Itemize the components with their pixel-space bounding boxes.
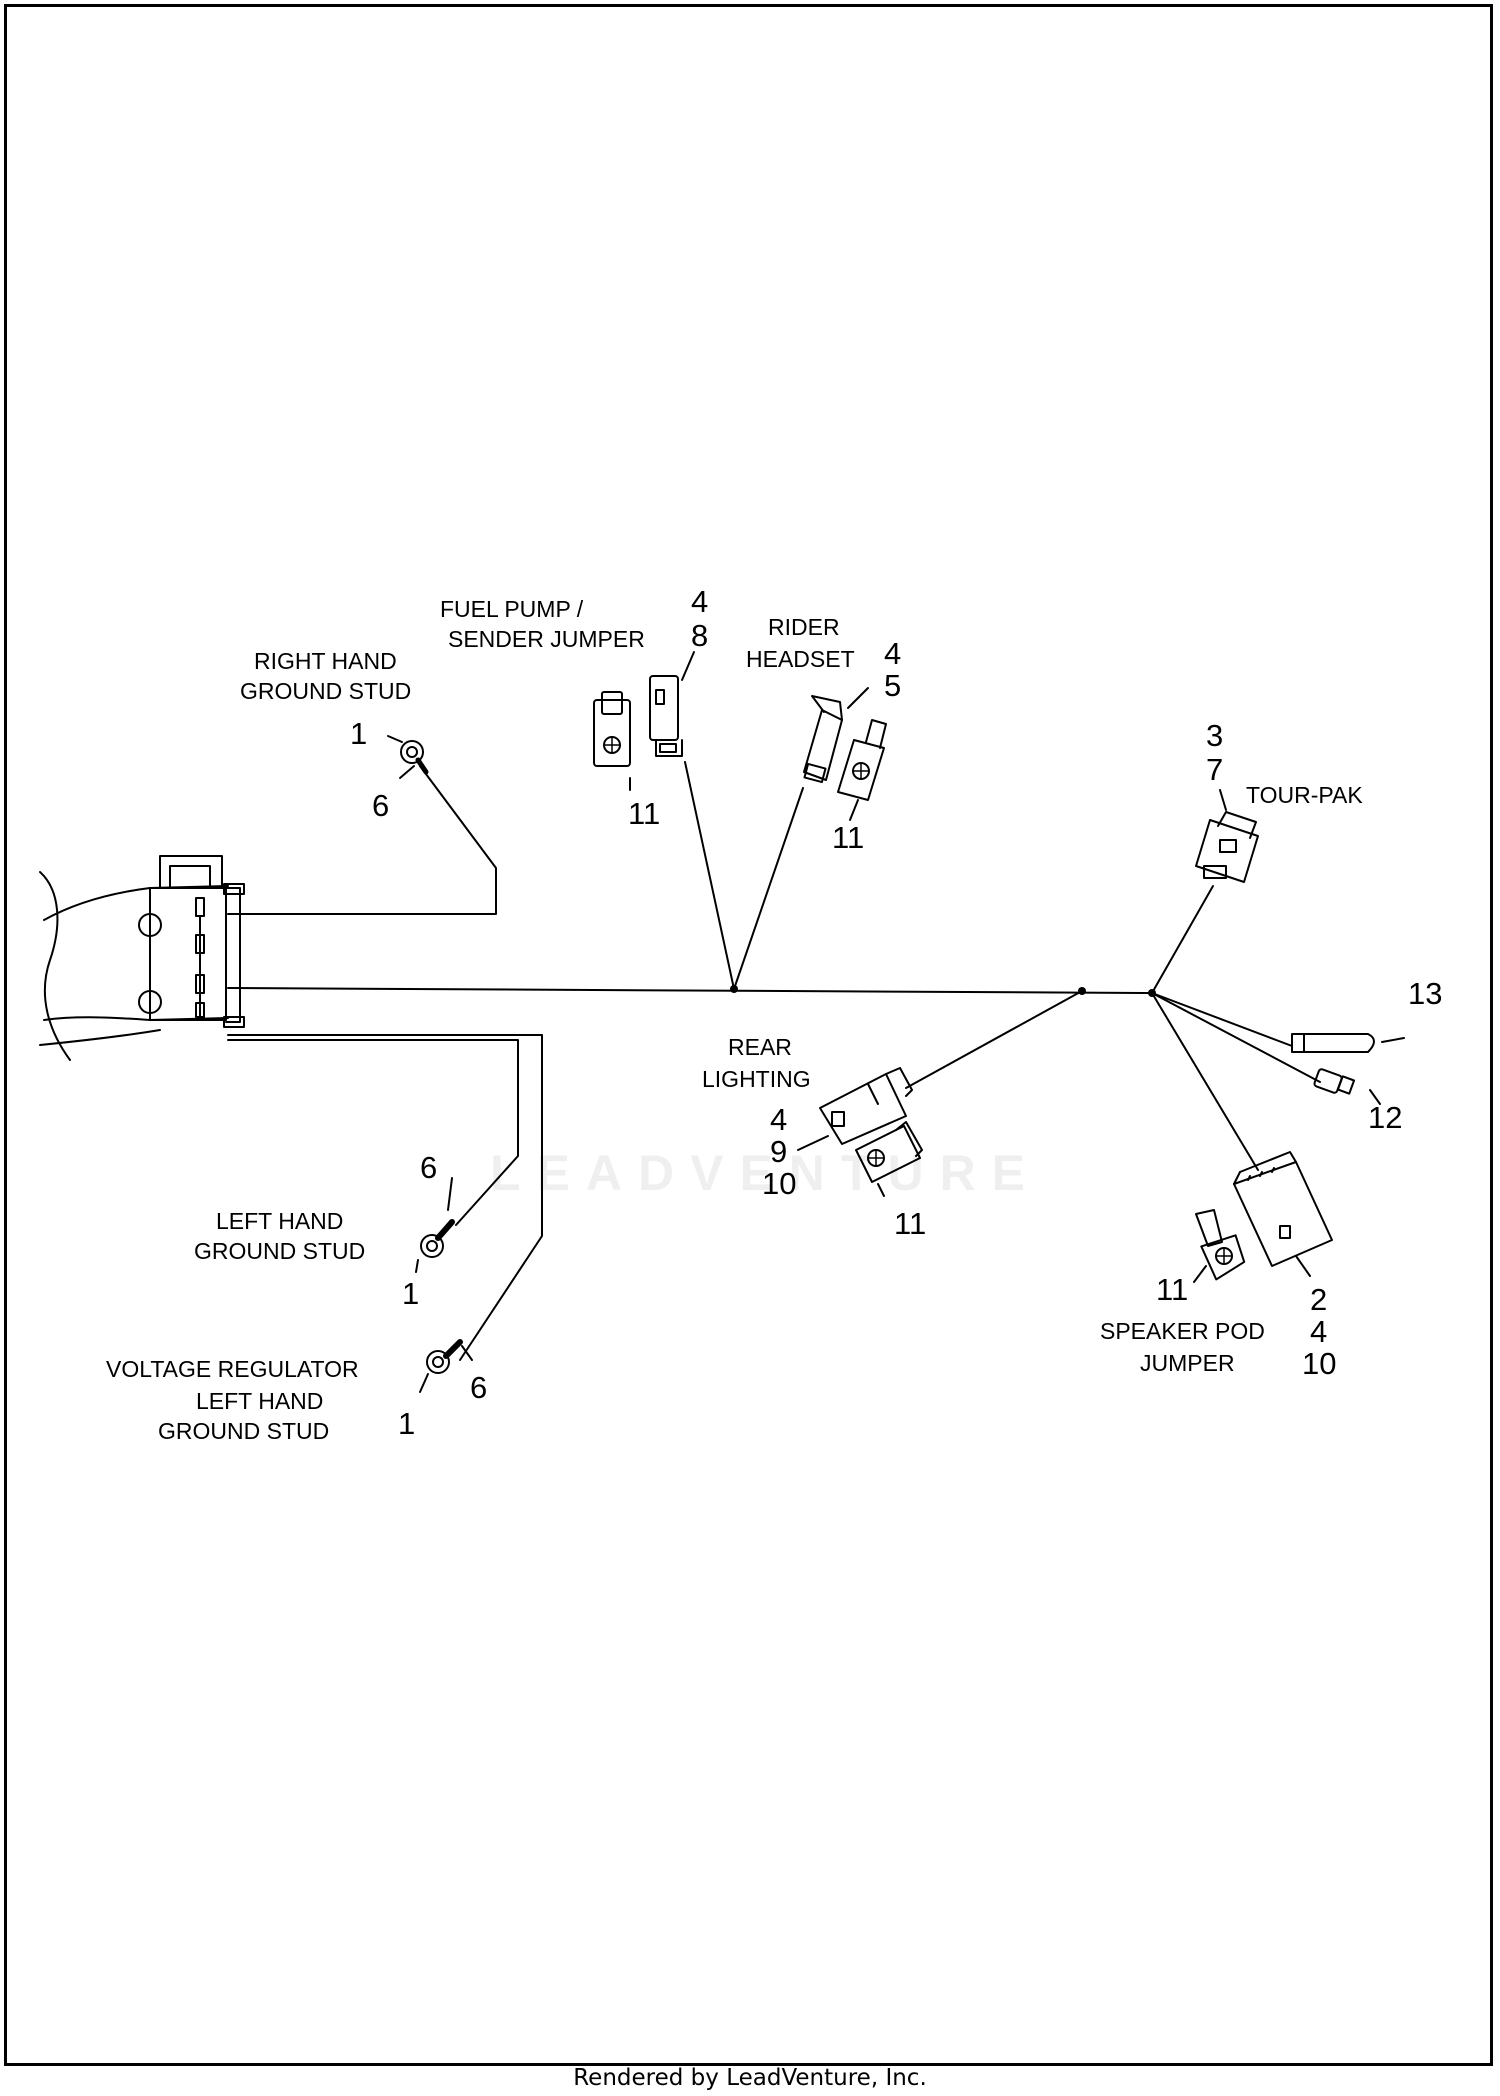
voltage-regulator-label-line3: GROUND STUD xyxy=(158,1418,330,1444)
left-hand-label-line2: GROUND STUD xyxy=(194,1238,366,1264)
small-connector xyxy=(1313,1068,1356,1095)
right-hand-ground-wire xyxy=(227,765,497,915)
tour-pak-item-7: 7 xyxy=(1206,752,1224,787)
rear-lighting-branch-wire xyxy=(905,990,1083,1089)
rider-headset-connector xyxy=(803,695,843,784)
voltage-regulator-ground-wire xyxy=(227,1034,543,1361)
right-hand-label-line2: GROUND STUD xyxy=(240,678,412,704)
right-hand-item-6: 6 xyxy=(372,788,390,823)
footer-credit: Rendered by LeadVenture, Inc. xyxy=(573,2065,927,2091)
rider-headset-branch-wire xyxy=(733,787,804,990)
fuel-pump-label-line2: SENDER JUMPER xyxy=(448,626,645,652)
fuel-pump-branch-wire xyxy=(684,761,735,990)
junction-node xyxy=(1148,989,1156,997)
right-hand-label-line1: RIGHT HAND xyxy=(254,648,397,674)
leader-lines xyxy=(387,651,1405,1393)
speaker-pod-item-4: 4 xyxy=(1310,1314,1328,1349)
frame-bracket xyxy=(39,855,245,1061)
small-connector-branch-wire xyxy=(1151,992,1321,1083)
left-hand-label-line1: LEFT HAND xyxy=(216,1208,344,1234)
voltage-regulator-item-6: 6 xyxy=(470,1370,488,1405)
rider-headset-label-line1: RIDER xyxy=(768,614,840,640)
main-trunk-wire xyxy=(227,987,1153,994)
rider-headset-secondary-lock xyxy=(837,719,887,801)
fuel-pump-lock-item-11: 11 xyxy=(628,796,661,831)
rider-headset-item-5: 5 xyxy=(884,668,902,703)
left-hand-item-1: 1 xyxy=(402,1276,420,1311)
rear-lighting-item-4: 4 xyxy=(770,1102,788,1137)
voltage-regulator-item-1: 1 xyxy=(398,1406,416,1441)
speaker-pod-lock-item-11: 11 xyxy=(1156,1272,1189,1307)
fuel-pump-item-4: 4 xyxy=(691,584,709,619)
left-hand-ground-wire xyxy=(227,1039,519,1226)
voltage-regulator-label-line1: VOLTAGE REGULATOR xyxy=(106,1356,359,1382)
speaker-pod-item-2: 2 xyxy=(1310,1282,1328,1317)
rider-headset-item-4: 4 xyxy=(884,636,902,671)
rear-lighting-lock-item-11: 11 xyxy=(894,1206,927,1241)
speaker-pod-label-line1: SPEAKER POD xyxy=(1100,1318,1265,1344)
rider-headset-label-line2: HEADSET xyxy=(746,646,855,672)
ring-terminal-voltage-regulator xyxy=(426,1339,463,1374)
tour-pak-branch-wire xyxy=(1151,885,1214,994)
diagram-frame xyxy=(4,4,1493,2066)
rear-lighting-item-10: 10 xyxy=(762,1166,797,1201)
end-cap-item-13: 13 xyxy=(1408,976,1443,1011)
small-connector-item-12: 12 xyxy=(1368,1100,1403,1135)
rear-lighting-label-line2: LIGHTING xyxy=(702,1066,811,1092)
frame-hole-lower xyxy=(138,990,162,1014)
junction-node xyxy=(1078,987,1086,995)
left-hand-item-6: 6 xyxy=(420,1150,438,1185)
tour-pak-item-3: 3 xyxy=(1206,718,1224,753)
voltage-regulator-label-line2: LEFT HAND xyxy=(196,1388,324,1414)
end-cap-branch-wire xyxy=(1151,992,1293,1047)
fuel-pump-secondary-lock xyxy=(593,691,631,767)
speaker-pod-item-10: 10 xyxy=(1302,1346,1337,1381)
junction-node xyxy=(730,985,738,993)
right-hand-item-1: 1 xyxy=(350,716,368,751)
fuel-pump-label-line1: FUEL PUMP / xyxy=(440,596,584,622)
ring-terminal-right xyxy=(400,740,429,775)
frame-hole-upper xyxy=(138,913,162,937)
fuel-pump-item-8: 8 xyxy=(691,618,709,653)
end-cap-connector xyxy=(1291,1033,1375,1053)
tour-pak-label: TOUR-PAK xyxy=(1246,782,1363,808)
speaker-pod-secondary-lock xyxy=(1195,1209,1246,1281)
speaker-pod-label-line2: JUMPER xyxy=(1140,1350,1235,1376)
harness-wires xyxy=(227,761,1321,1361)
tour-pak-connector xyxy=(1195,811,1259,883)
rear-lighting-item-9: 9 xyxy=(770,1134,788,1169)
rider-headset-lock-item-11: 11 xyxy=(832,820,865,855)
fuel-pump-connector xyxy=(649,675,683,757)
speaker-pod-branch-wire xyxy=(1151,992,1259,1171)
rear-lighting-connector xyxy=(819,1067,913,1145)
rear-lighting-secondary-lock xyxy=(855,1121,923,1183)
watermark: LEADVENTURE xyxy=(490,1145,1042,1201)
ring-terminal-left xyxy=(420,1219,455,1258)
rear-lighting-label-line1: REAR xyxy=(728,1034,792,1060)
speaker-pod-connector xyxy=(1233,1151,1333,1267)
